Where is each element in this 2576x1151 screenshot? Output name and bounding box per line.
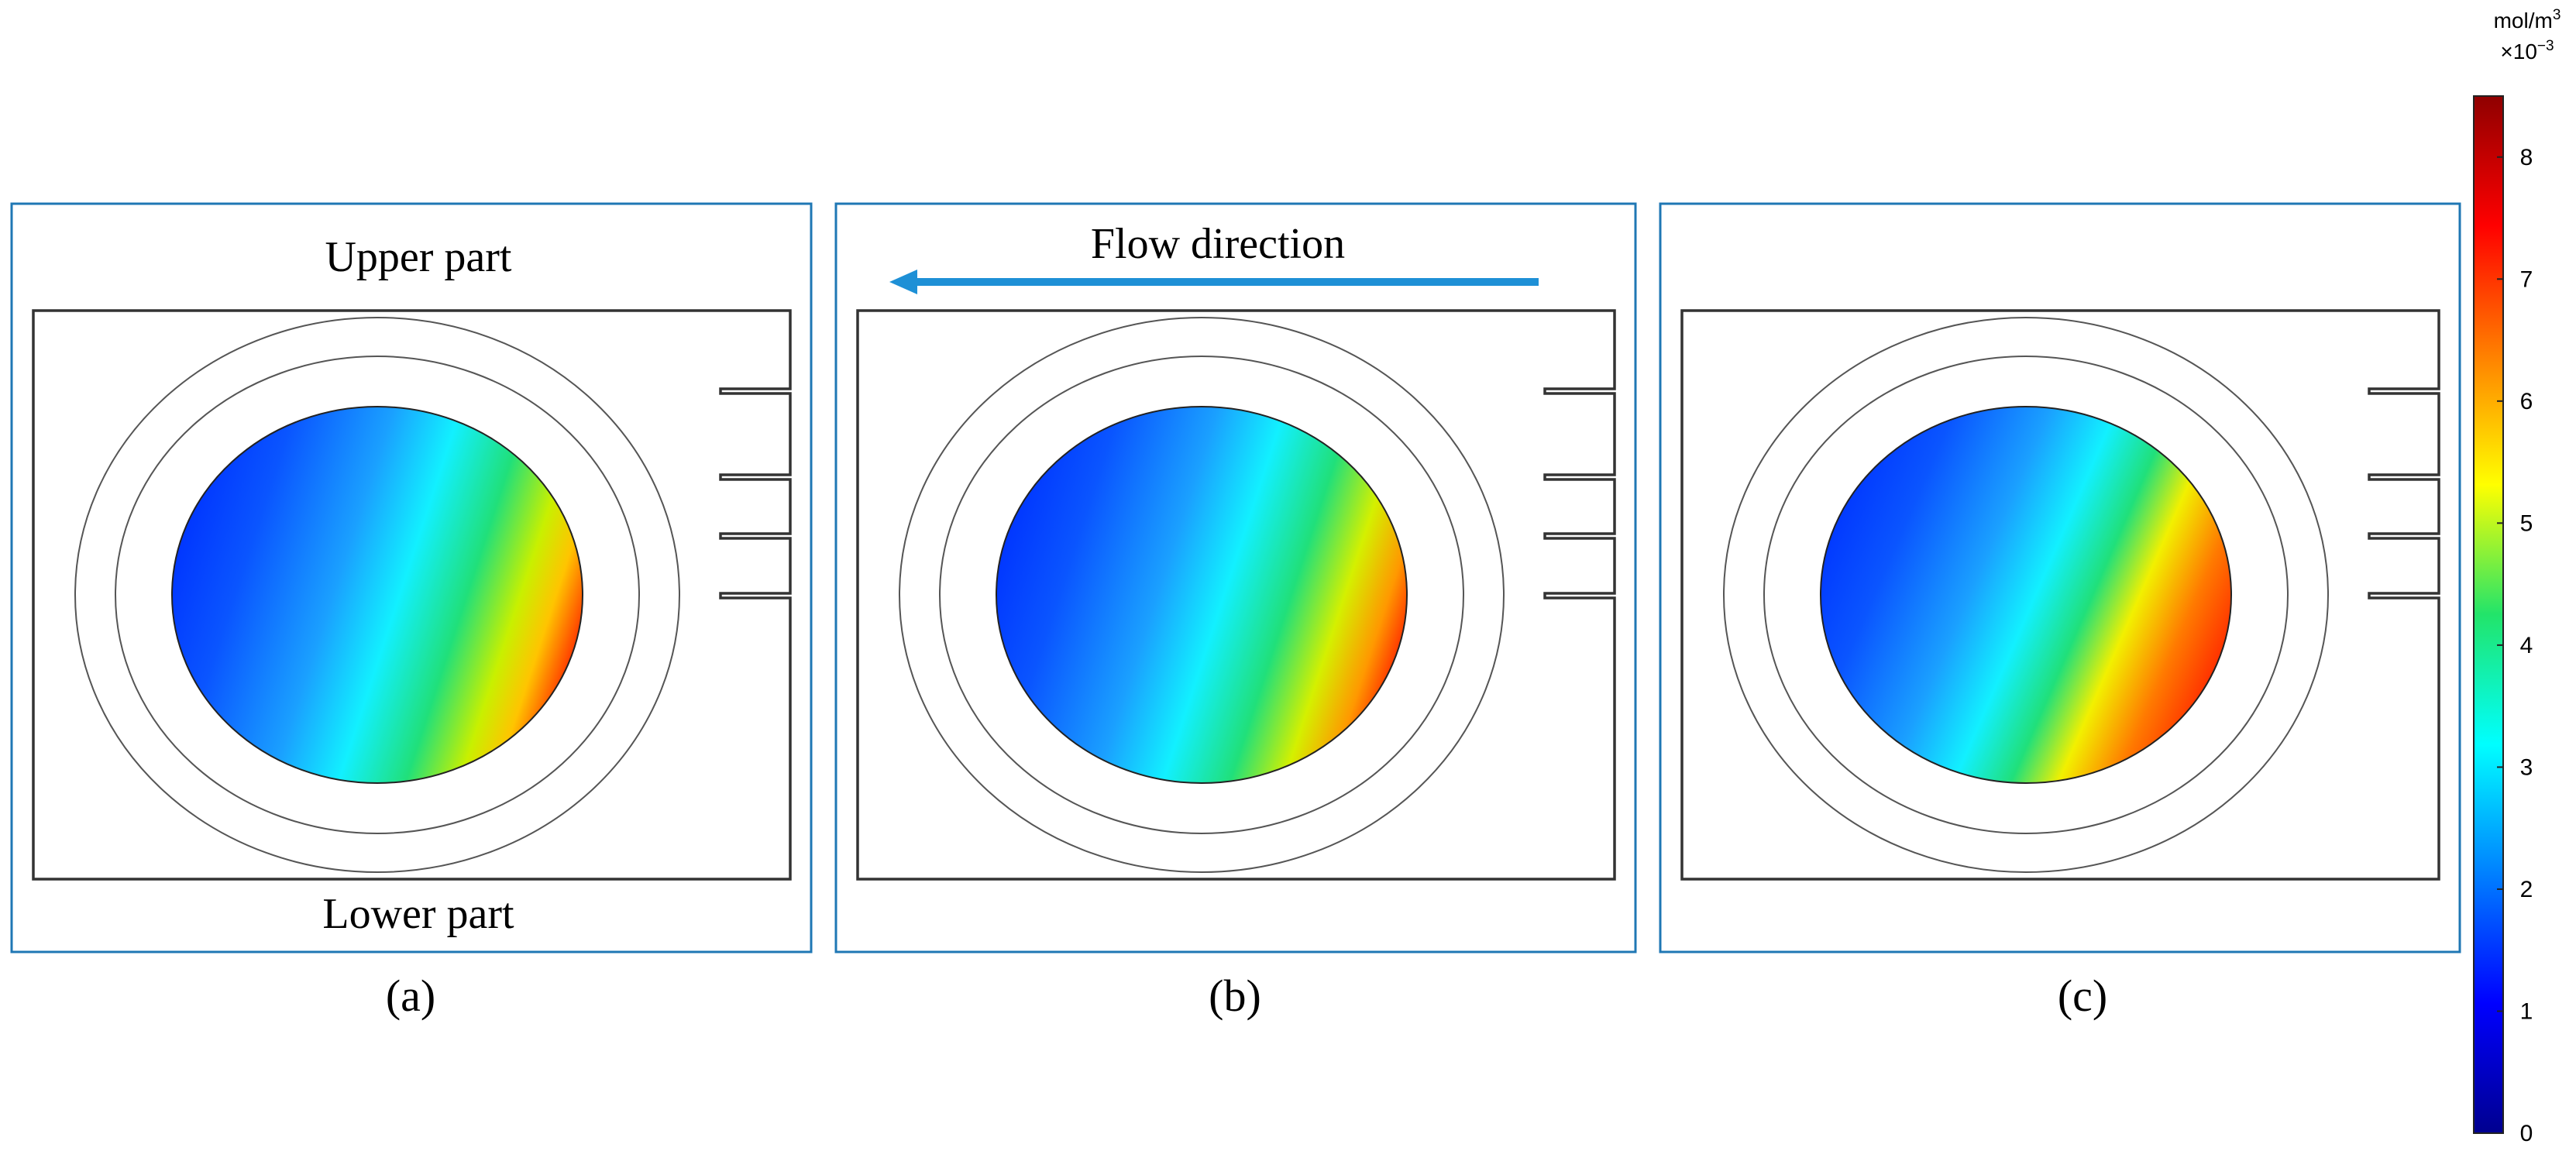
outer-ring: [1723, 317, 2329, 873]
panel-caption: (c): [2058, 971, 2107, 1021]
device-outline: [32, 309, 792, 881]
panel-border: [10, 202, 813, 953]
colorbar-tick-label: 8: [2520, 145, 2533, 170]
concentration-field: [996, 406, 1408, 784]
colorbar-tick-label: 3: [2520, 754, 2533, 780]
colorbar-tick-label: 6: [2520, 389, 2533, 414]
panel-b: Flow direction (b): [834, 202, 1637, 1021]
panel-border: [834, 202, 1637, 953]
outer-ring: [899, 317, 1505, 873]
colorbar: mol/m3 ×10−3 0 1 2 3 4 5 6 7 8: [2473, 7, 2561, 1146]
device-outline: [1680, 309, 2440, 881]
colorbar-tick-label: 5: [2520, 510, 2533, 536]
colorbar-scale-bar: [2473, 95, 2504, 1134]
colorbar-ticks: 0 1 2 3 4 5 6 7 8: [2497, 145, 2533, 1146]
colorbar-tick-label: 4: [2520, 633, 2533, 658]
colorbar-tick-label: 1: [2520, 998, 2533, 1024]
colorbar-tick-label: 2: [2520, 877, 2533, 902]
panel-caption: (b): [1209, 971, 1261, 1021]
flow-arrow: [889, 270, 1539, 294]
panel-c: (c): [1659, 202, 2461, 1021]
panel-a: Upper part Lower part (a): [10, 202, 813, 1021]
panel-bottom-label: Lower part: [322, 890, 514, 938]
colorbar-tick-label: 0: [2520, 1121, 2533, 1146]
panel-top-label: Upper part: [325, 233, 511, 281]
outer-ring: [74, 317, 680, 873]
flow-direction-label: Flow direction: [1091, 220, 1345, 268]
concentration-field: [171, 406, 583, 784]
concentration-field: [1820, 406, 2232, 784]
inner-ring: [1763, 356, 2289, 834]
colorbar-tick-label: 7: [2520, 266, 2533, 292]
panel-border: [1659, 202, 2461, 953]
colorbar-scale: ×10−3: [2500, 38, 2554, 64]
panel-caption: (a): [386, 971, 435, 1021]
inner-ring: [939, 356, 1464, 834]
inner-ring: [115, 356, 640, 834]
device-outline: [856, 309, 1616, 881]
colorbar-unit: mol/m3: [2494, 7, 2561, 33]
